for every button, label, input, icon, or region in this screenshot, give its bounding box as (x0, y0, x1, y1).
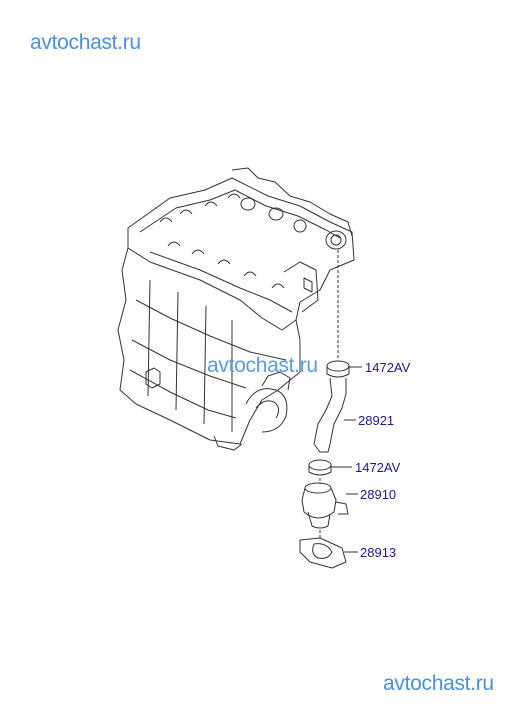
callout-28913: 28913 (360, 545, 397, 560)
watermark-top-left: avtochast.ru (30, 31, 141, 54)
watermark-middle: avtochast.ru (207, 354, 318, 377)
watermark-bottom-right: avtochast.ru (383, 672, 494, 695)
callout-1472av-lower: 1472AV (355, 460, 401, 475)
callout-1472av-upper: 1472AV (365, 360, 411, 375)
callout-28910: 28910 (360, 487, 397, 502)
callout-leader-lines (331, 366, 362, 553)
callout-28921: 28921 (358, 413, 395, 428)
pcv-hose-assembly-drawing (299, 250, 350, 569)
engine-block-drawing (117, 167, 355, 451)
